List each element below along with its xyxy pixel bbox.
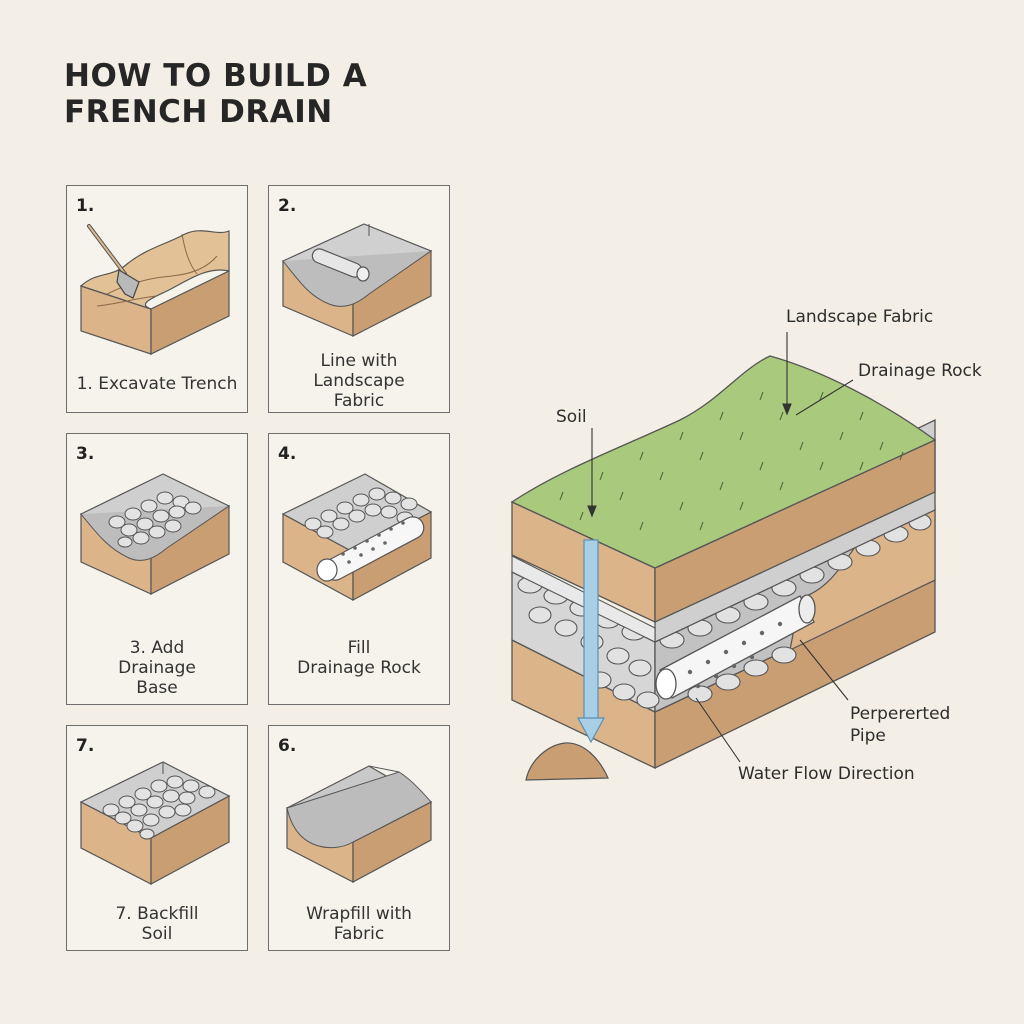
step-panel-1: 1. 1. Excavate Trench bbox=[66, 185, 248, 413]
step-panel-6: 6. Wrapfill with Fabric bbox=[268, 725, 450, 951]
title-line-1: HOW TO BUILD A bbox=[64, 58, 368, 94]
step-caption: Line with Landscape Fabric bbox=[313, 351, 405, 411]
backfill-soil-illustration bbox=[79, 761, 231, 886]
fill-rock-illustration bbox=[281, 473, 433, 602]
step-panel-4: 4. Fill Drainage Rock bbox=[268, 433, 450, 705]
step-number: 1. bbox=[76, 196, 95, 216]
excavate-trench-illustration bbox=[79, 224, 230, 355]
perforated-pipe bbox=[655, 594, 816, 700]
step-caption: Wrapfill with Fabric bbox=[306, 904, 412, 944]
label-perforated-pipe: Perpererted Pipe bbox=[850, 704, 951, 746]
label-drainage-rock: Drainage Rock bbox=[858, 361, 982, 381]
label-landscape-fabric: Landscape Fabric bbox=[786, 307, 934, 327]
label-water-flow-direction: Water Flow Direction bbox=[738, 764, 915, 784]
page-title: HOW TO BUILD A FRENCH DRAIN bbox=[64, 58, 367, 130]
drainage-base-illustration bbox=[79, 473, 231, 595]
step-number: 6. bbox=[278, 736, 297, 756]
grass-tufts bbox=[559, 391, 904, 531]
step-panel-7: 7. 7. Backfill Soil bbox=[66, 725, 248, 951]
line-fabric-illustration bbox=[281, 223, 433, 337]
title-line-2: FRENCH DRAIN bbox=[64, 94, 333, 130]
step-panel-2: 2. Line with Landscape Fabric bbox=[268, 185, 450, 413]
step-number: 4. bbox=[278, 444, 297, 464]
step-number: 2. bbox=[278, 196, 297, 216]
step-caption: Fill Drainage Rock bbox=[297, 638, 421, 678]
soil-pile bbox=[525, 742, 609, 781]
step-number: 7. bbox=[76, 736, 95, 756]
leader-lines bbox=[587, 332, 854, 763]
grass-top bbox=[510, 355, 937, 569]
label-soil: Soil bbox=[556, 407, 587, 427]
step-number: 3. bbox=[76, 444, 95, 464]
step-panel-3: 3. 3. Add Drainage Base bbox=[66, 433, 248, 705]
step-caption: 7. Backfill Soil bbox=[115, 904, 199, 944]
water-flow-arrow bbox=[576, 539, 606, 744]
step-caption: 3. Add Drainage Base bbox=[118, 638, 196, 698]
step-caption: 1. Excavate Trench bbox=[76, 374, 238, 394]
wrap-fabric-illustration bbox=[285, 765, 433, 884]
